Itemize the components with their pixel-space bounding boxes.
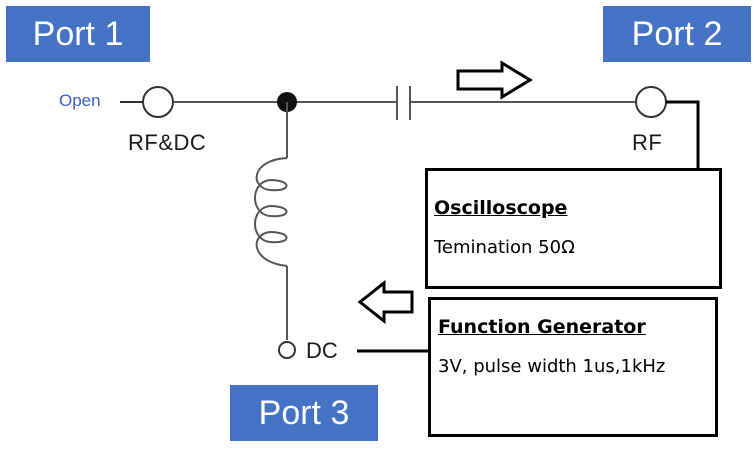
oscilloscope-box: Oscilloscope Temination 50Ω — [425, 168, 722, 289]
dc-terminal — [278, 341, 296, 359]
function-generator-box: Function Generator 3V, pulse width 1us,1… — [428, 297, 718, 437]
port2-label: Port 2 — [631, 14, 723, 53]
port1-label: Port 1 — [32, 14, 124, 53]
inductor-coil — [254, 157, 288, 267]
port2-badge: Port 2 — [603, 6, 751, 62]
port2-terminal — [635, 86, 667, 118]
arrow-right-icon — [456, 60, 533, 100]
dc-label: DC — [306, 338, 338, 363]
arrow-left-icon — [357, 279, 414, 325]
open-label: Open — [59, 91, 101, 110]
function-generator-title: Function Generator — [438, 316, 646, 338]
rf-label: RF — [632, 130, 663, 155]
oscilloscope-termination: Temination 50Ω — [434, 237, 575, 258]
port1-terminal — [142, 86, 174, 118]
cable-port2-oscilloscope — [666, 100, 700, 170]
port3-badge: Port 3 — [230, 385, 378, 441]
port3-label: Port 3 — [258, 393, 350, 432]
oscilloscope-title: Oscilloscope — [434, 197, 568, 219]
port1-badge: Port 1 — [6, 6, 150, 62]
rf-dc-label: RF&DC — [128, 130, 207, 155]
function-generator-settings: 3V, pulse width 1us,1kHz — [438, 356, 666, 377]
